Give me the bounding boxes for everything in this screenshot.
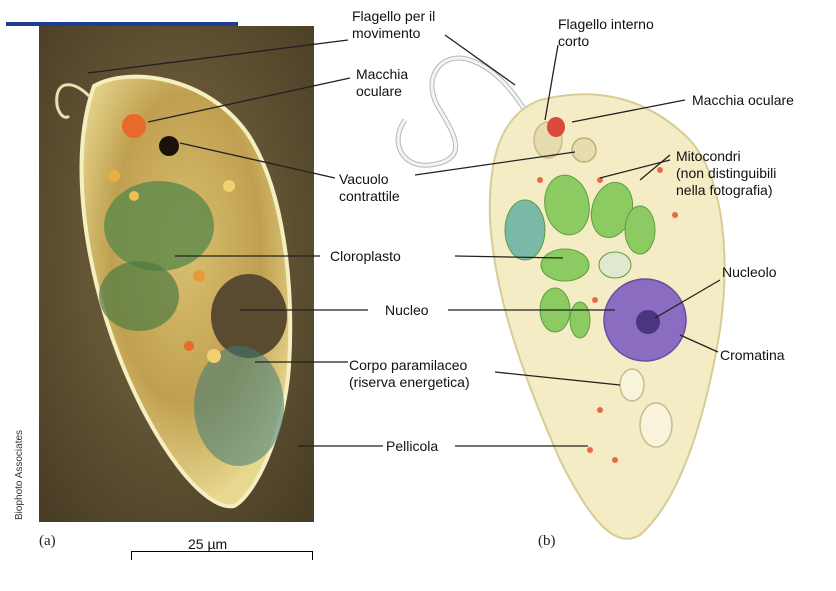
label-cloroplasto: Cloroplasto [330, 248, 401, 265]
label-macchia-oculare-right: Macchia oculare [692, 92, 794, 109]
label-nucleo: Nucleo [385, 302, 429, 319]
label-nucleolo: Nucleolo [722, 264, 776, 281]
label-cromatina: Cromatina [720, 347, 785, 364]
label-pellicola: Pellicola [386, 438, 438, 455]
label-corpo-paramilaceo: Corpo paramilaceo(riserva energetica) [349, 357, 470, 391]
